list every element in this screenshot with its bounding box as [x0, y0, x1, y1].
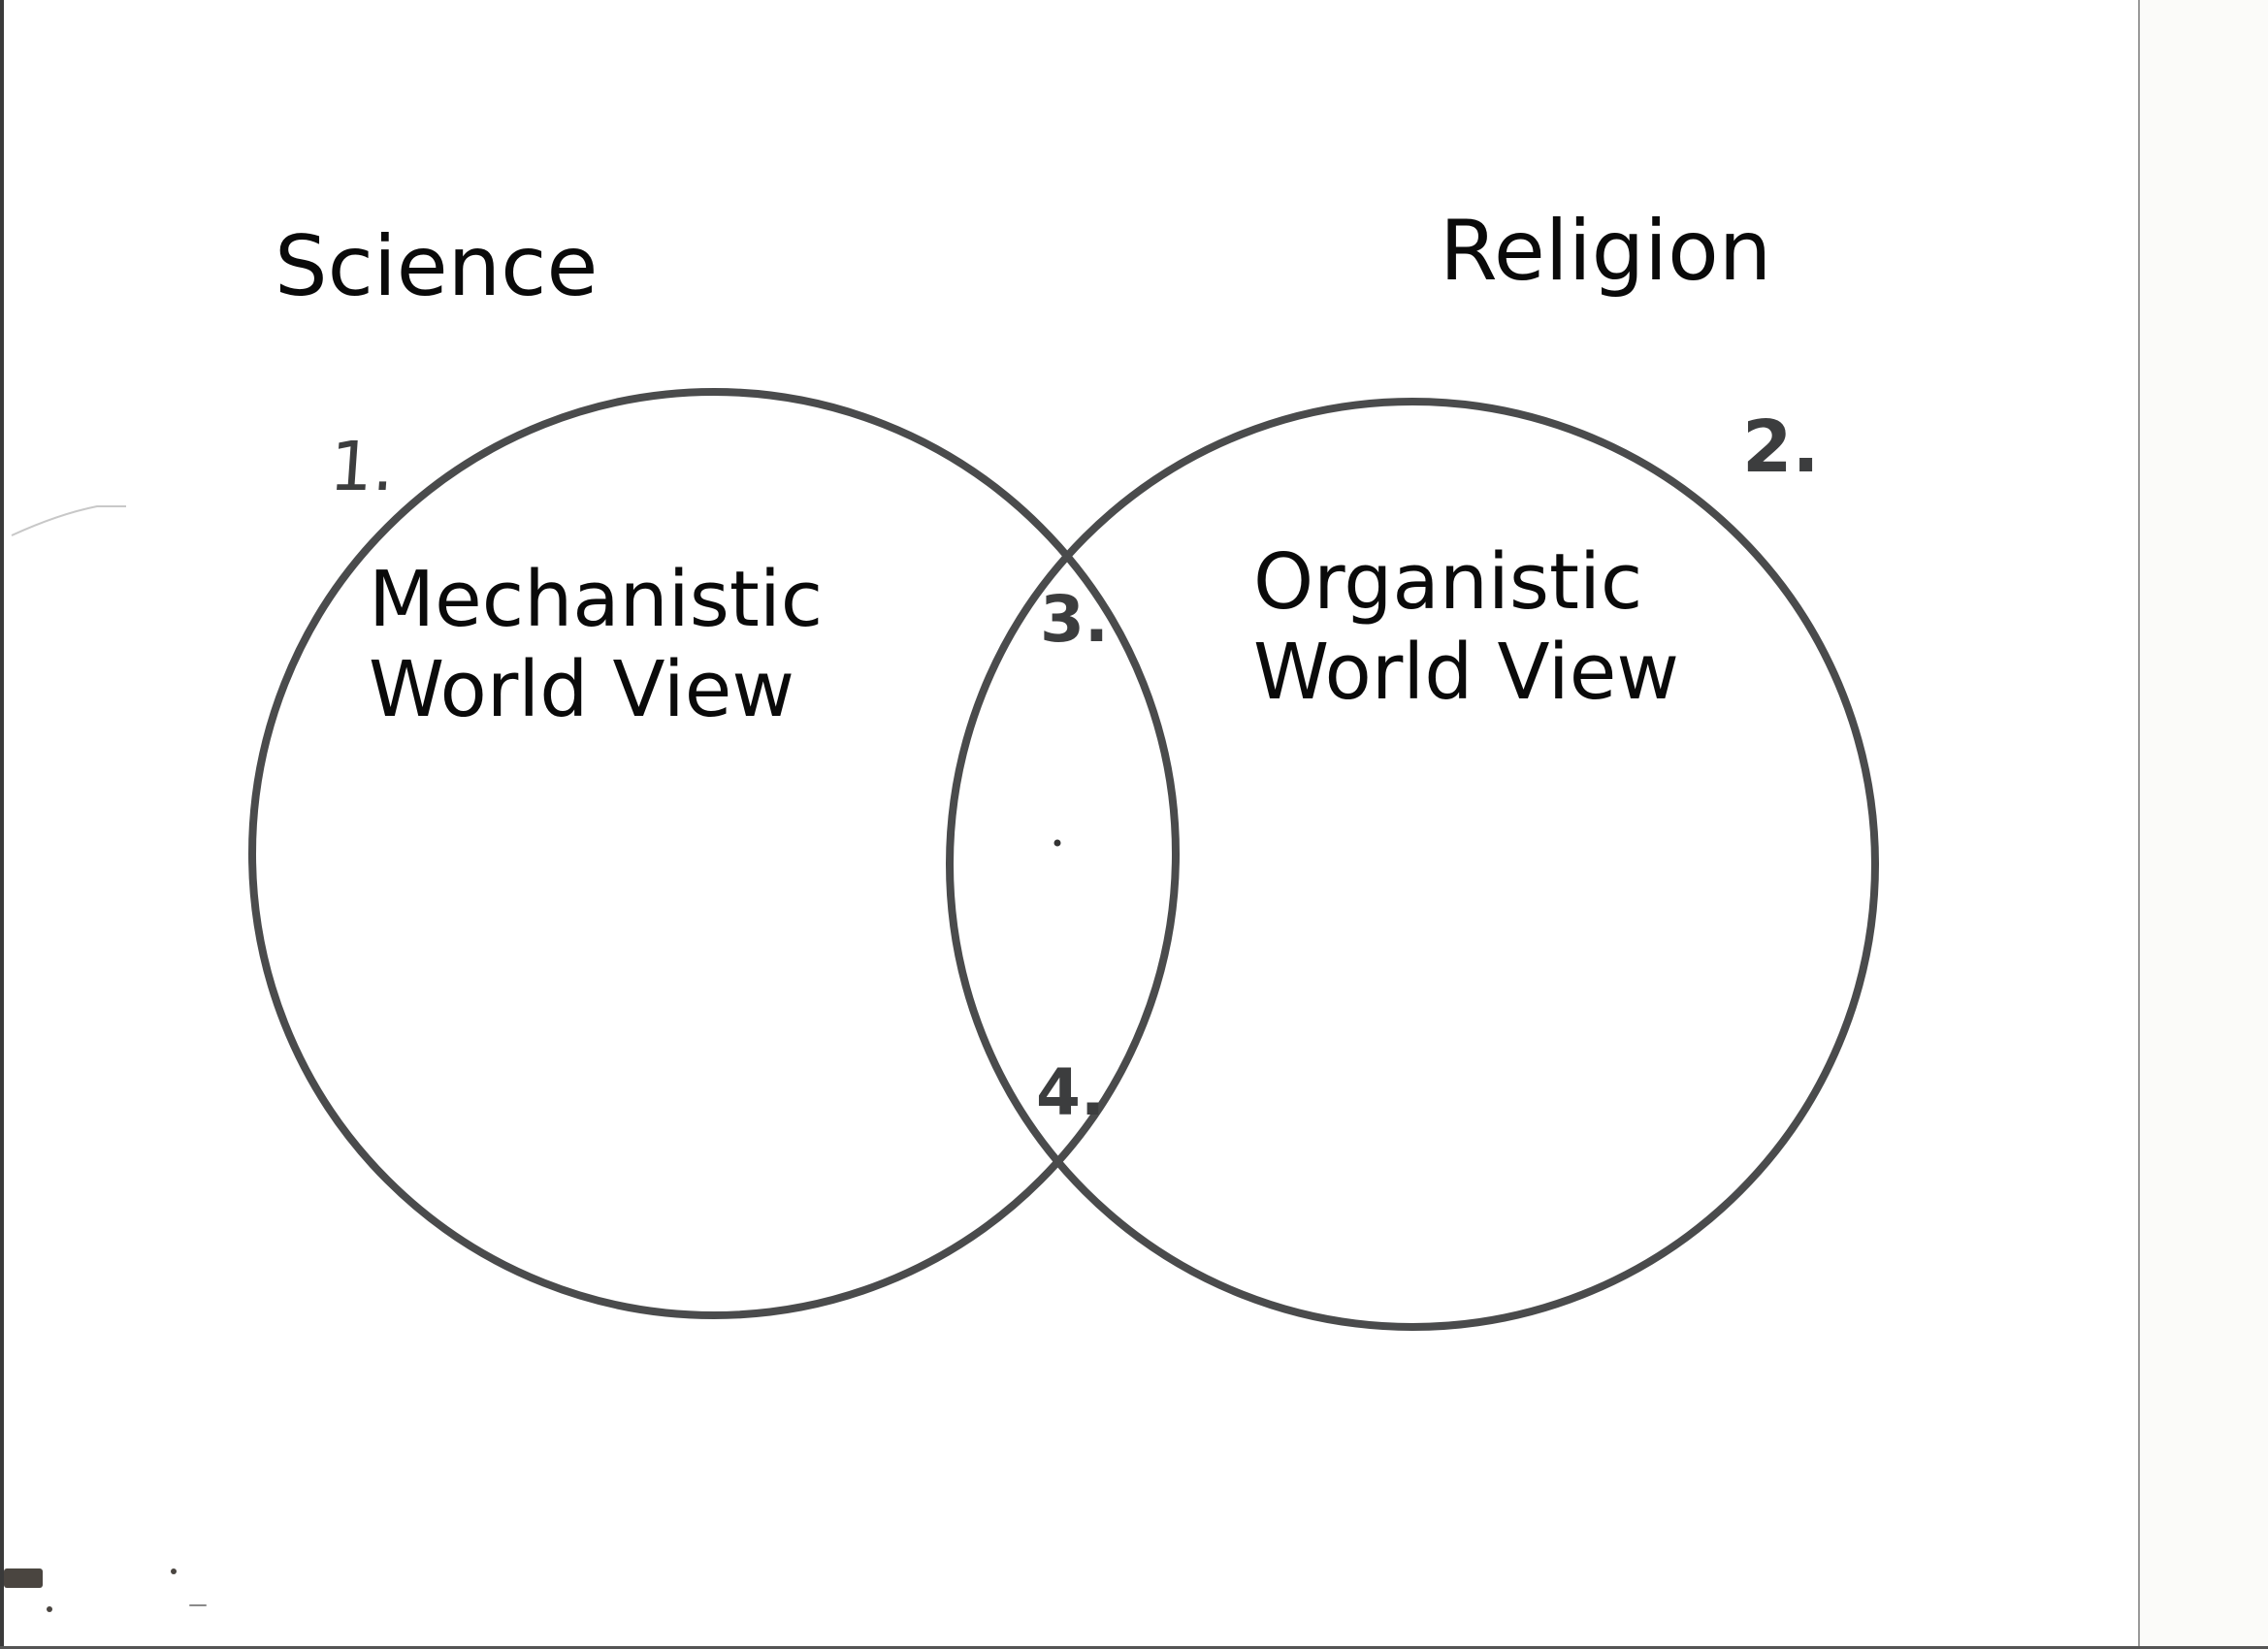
religion-description: Organistic World View — [1253, 537, 1679, 718]
science-description-line-2: World View — [369, 645, 794, 734]
scan-smudge — [4, 1568, 43, 1588]
region-marker-1: 1. — [327, 427, 398, 506]
religion-description-line-2: World View — [1253, 628, 1679, 717]
religion-title: Religion — [1440, 203, 1772, 300]
religion-circle — [946, 398, 1879, 1331]
science-description-line-1: Mechanistic — [369, 555, 824, 644]
scan-stray-line — [11, 505, 126, 536]
region-marker-4: 4. — [1036, 1055, 1105, 1130]
religion-description-line-1: Organistic — [1253, 537, 1643, 627]
scan-speck — [47, 1606, 52, 1612]
scan-speck — [189, 1604, 207, 1606]
science-title: Science — [275, 218, 599, 315]
stray-dot — [1053, 839, 1061, 847]
scan-bottom-edge — [0, 1646, 2268, 1649]
region-marker-3: 3. — [1040, 582, 1109, 657]
science-circle — [248, 388, 1180, 1319]
region-marker-2: 2. — [1742, 405, 1820, 489]
scan-left-edge — [0, 0, 4, 1649]
scan-right-margin — [2138, 0, 2268, 1649]
scan-speck — [171, 1568, 177, 1574]
science-description: Mechanistic World View — [369, 555, 823, 735]
